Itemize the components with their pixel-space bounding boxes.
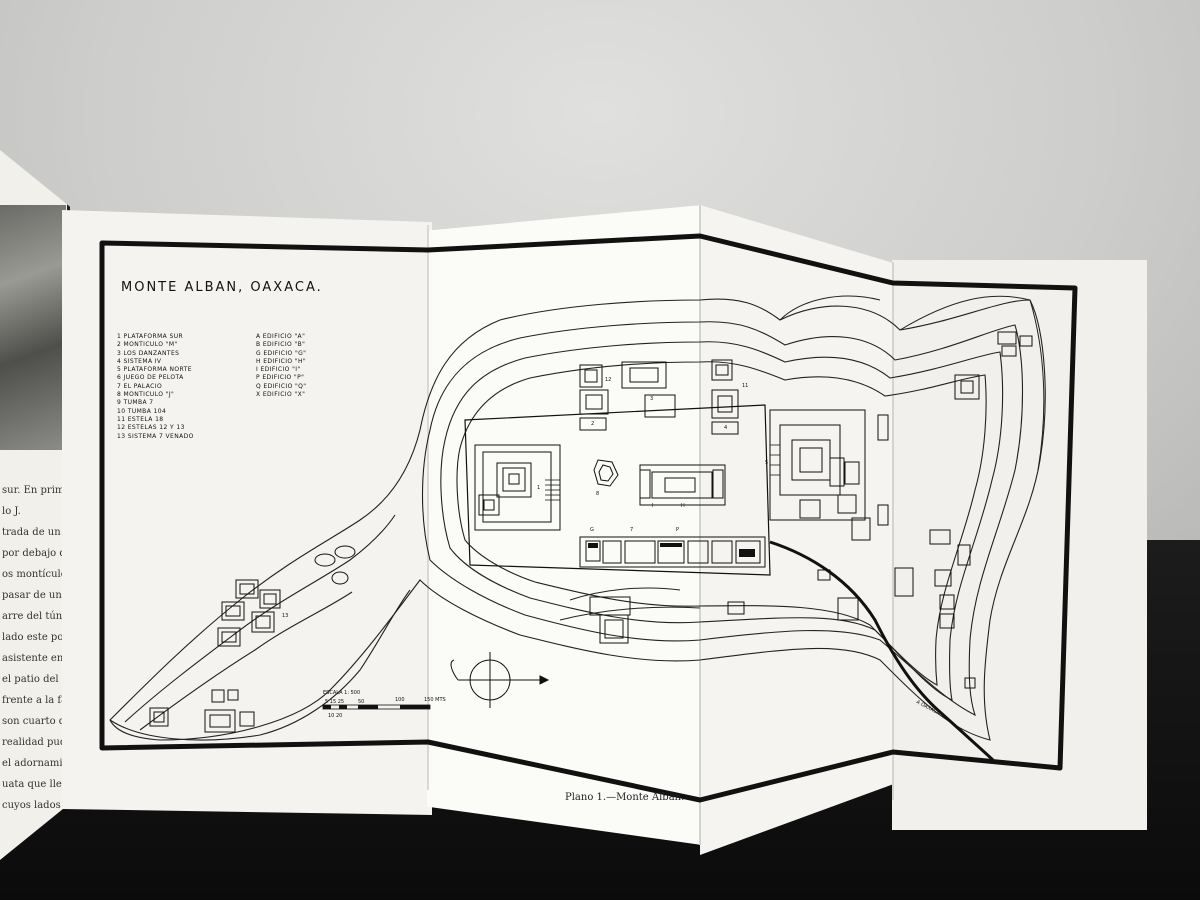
left-line: asistente en un poco	[2, 653, 64, 664]
legend-item: G EDIFICIO "G"	[256, 349, 307, 357]
legend-item: H EDIFICIO "H"	[256, 357, 307, 365]
left-line: arre del túnel.	[2, 611, 64, 622]
west-mounds	[149, 545, 356, 733]
left-line: el adornamiento de	[2, 758, 64, 769]
site-number: 7	[630, 527, 634, 533]
legend-item: 9 TUMBA 7	[117, 399, 154, 407]
left-line: cuyos lados y	[2, 800, 64, 810]
legend-item: A EDIFICIO "A"	[256, 333, 306, 340]
site-letter: P	[676, 527, 680, 533]
legend-item: 1 PLATAFORMA SUR	[117, 333, 184, 340]
palace-row	[579, 536, 766, 568]
scale-tick-lower: 10 20	[328, 713, 343, 719]
left-line: uata que llena el	[2, 779, 64, 790]
plataforma-sur	[474, 444, 561, 531]
legend-item: 13 SISTEMA 7 VENADO	[117, 432, 194, 440]
legend-item: 8 MONTICULO "J"	[117, 391, 175, 399]
legend-item: 11 ESTELA 18	[117, 415, 164, 423]
road-to-oaxaca	[769, 540, 995, 762]
compass-rose	[450, 652, 550, 708]
norte-stairs	[770, 444, 780, 476]
legend-item: 10 TUMBA 104	[117, 407, 167, 415]
map-panel-4	[892, 260, 1147, 830]
legend-item: 5 PLATAFORMA NORTE	[117, 366, 192, 374]
scale-bar	[322, 704, 431, 710]
legend-item: 4 SISTEMA IV	[117, 357, 162, 365]
site-number: 1	[537, 485, 541, 491]
left-line: lado este podemos	[2, 632, 64, 643]
site-number: 8	[596, 491, 600, 497]
map-title: MONTE ALBAN, OAXACA.	[121, 280, 323, 295]
left-line: pasar de un lado	[2, 590, 64, 601]
scale-tick: 150 MTS	[424, 697, 446, 703]
legend-item: 12 ESTELAS 12 Y 13	[117, 424, 185, 432]
legend-lettered: A EDIFICIO "A" B EDIFICIO "B" G EDIFICIO…	[256, 333, 306, 399]
legend-item: X EDIFICIO "X"	[256, 391, 306, 399]
north-buildings	[579, 359, 739, 435]
sur-stairs	[545, 479, 560, 501]
site-letter: G	[590, 527, 594, 533]
left-line: el patio del interior	[2, 674, 64, 685]
map-frame	[99, 233, 1078, 803]
map-panel-3	[700, 205, 895, 855]
left-line: lo J.	[2, 506, 21, 517]
legend-item: 2 MONTICULO "M"	[117, 341, 178, 349]
left-line: por debajo de la	[2, 548, 64, 559]
site-letter: H	[681, 503, 685, 509]
scale-title: ESCALA 1: 500	[323, 690, 361, 696]
site-number: 4	[724, 425, 728, 431]
legend-item: B EDIFICIO "B"	[256, 341, 306, 349]
palace-fills	[588, 543, 755, 557]
plataforma-norte	[769, 409, 889, 541]
legend-item: 3 LOS DANZANTES	[117, 349, 180, 357]
left-page-photo	[0, 205, 66, 450]
map-caption: Plano 1.—Monte Albán.	[565, 792, 685, 803]
left-line: sur. En primer término	[2, 485, 64, 496]
left-line: trada de un túnel. A	[2, 527, 64, 538]
east-mounds	[837, 331, 1033, 689]
scale-tick: 50	[358, 699, 365, 705]
site-number: 3	[650, 396, 654, 402]
legend-item: 6 JUEGO DE PELOTA	[117, 374, 184, 382]
site-number: 5	[765, 460, 769, 466]
site-number: 13	[282, 613, 289, 619]
site-number: 2	[591, 421, 595, 427]
left-line: realidad pudiera ser	[2, 737, 64, 748]
legend-item: I EDIFICIO "I"	[256, 366, 301, 374]
legend-numbered: 1 PLATAFORMA SUR 2 MONTICULO "M" 3 LOS D…	[117, 333, 194, 441]
site-letter: I	[652, 503, 654, 509]
site-number: 11	[742, 383, 749, 389]
site-number: 12	[605, 377, 612, 383]
left-line: os montículos con	[2, 569, 64, 580]
great-plaza-outline	[464, 404, 771, 576]
legend-item: P EDIFICIO "P"	[256, 374, 305, 382]
map-panel-2	[427, 205, 702, 845]
east-contours	[559, 295, 1045, 621]
left-page-text: sur. En primer término lo J. trada de un…	[2, 480, 64, 810]
scale-tick: 100	[395, 697, 405, 703]
left-line: son cuarto de los	[2, 716, 64, 727]
left-line: frente a la fachada	[2, 695, 64, 706]
legend-item: Q EDIFICIO "Q"	[256, 382, 307, 390]
legend-item: 7 EL PALACIO	[117, 382, 163, 390]
scale-tick: 5 15 25	[325, 699, 345, 705]
south-mounds	[589, 569, 831, 644]
central-buildings	[593, 459, 726, 506]
